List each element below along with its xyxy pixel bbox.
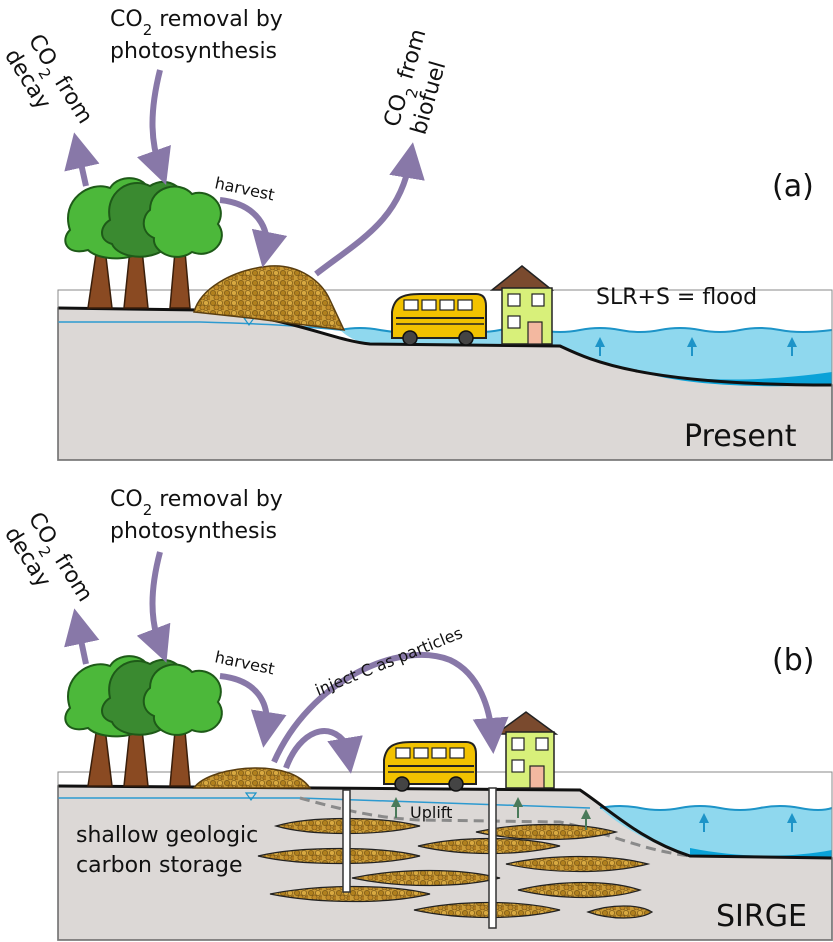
panel-a: CO2 removal by photosynthesis CO2 from d… (0, 7, 833, 461)
biomass-pile-b (192, 767, 312, 789)
bus-b (383, 741, 477, 792)
co2-removal-label-b: CO2 removal by (110, 487, 283, 519)
trees-b (64, 655, 223, 787)
panel-letter-b: (b) (772, 643, 814, 678)
water-table-marker-b (244, 792, 258, 802)
photosynthesis-arrow-b (136, 551, 171, 663)
storage-label-line1: shallow geologic (76, 823, 258, 848)
inject-far-arrow (271, 651, 509, 764)
house-b (493, 711, 559, 789)
panel-letter-a: (a) (772, 169, 814, 204)
sea-water-b (600, 806, 832, 858)
photosynthesis-arrow-a (136, 69, 171, 185)
inject-near-arrow (283, 728, 363, 774)
injection-pipe-1 (342, 789, 351, 893)
bus-a (391, 293, 487, 346)
injection-pipe-2 (488, 787, 497, 929)
biofuel-arrow-a (314, 142, 425, 277)
water-surface-b (599, 805, 833, 811)
harvest-arrow-b (219, 673, 287, 748)
decay-arrow-a (64, 132, 100, 187)
frame-a (57, 289, 833, 461)
trees-a (64, 177, 223, 309)
uplift-label: Uplift (410, 803, 452, 822)
panel-b: CO2 removal by photosynthesis CO2 from d… (0, 487, 833, 941)
ground-surface-b (57, 784, 833, 860)
inject-label: inject C as particles (312, 623, 465, 700)
decay-arrow-b (64, 608, 100, 665)
deep-water-a (640, 372, 832, 387)
water-table-a (58, 321, 341, 331)
photosynthesis-label-a: photosynthesis (110, 39, 277, 64)
harvest-arrow-a (219, 197, 288, 268)
storage-label-line2: carbon storage (76, 853, 243, 878)
flood-label-a: SLR+S = flood (596, 285, 757, 310)
scenario-label-sirge: SIRGE (716, 899, 807, 934)
scenario-label-present: Present (684, 419, 797, 454)
co2-removal-label-a: CO2 removal by (110, 7, 283, 39)
photosynthesis-label-b: photosynthesis (110, 519, 277, 544)
house-a (489, 265, 555, 345)
